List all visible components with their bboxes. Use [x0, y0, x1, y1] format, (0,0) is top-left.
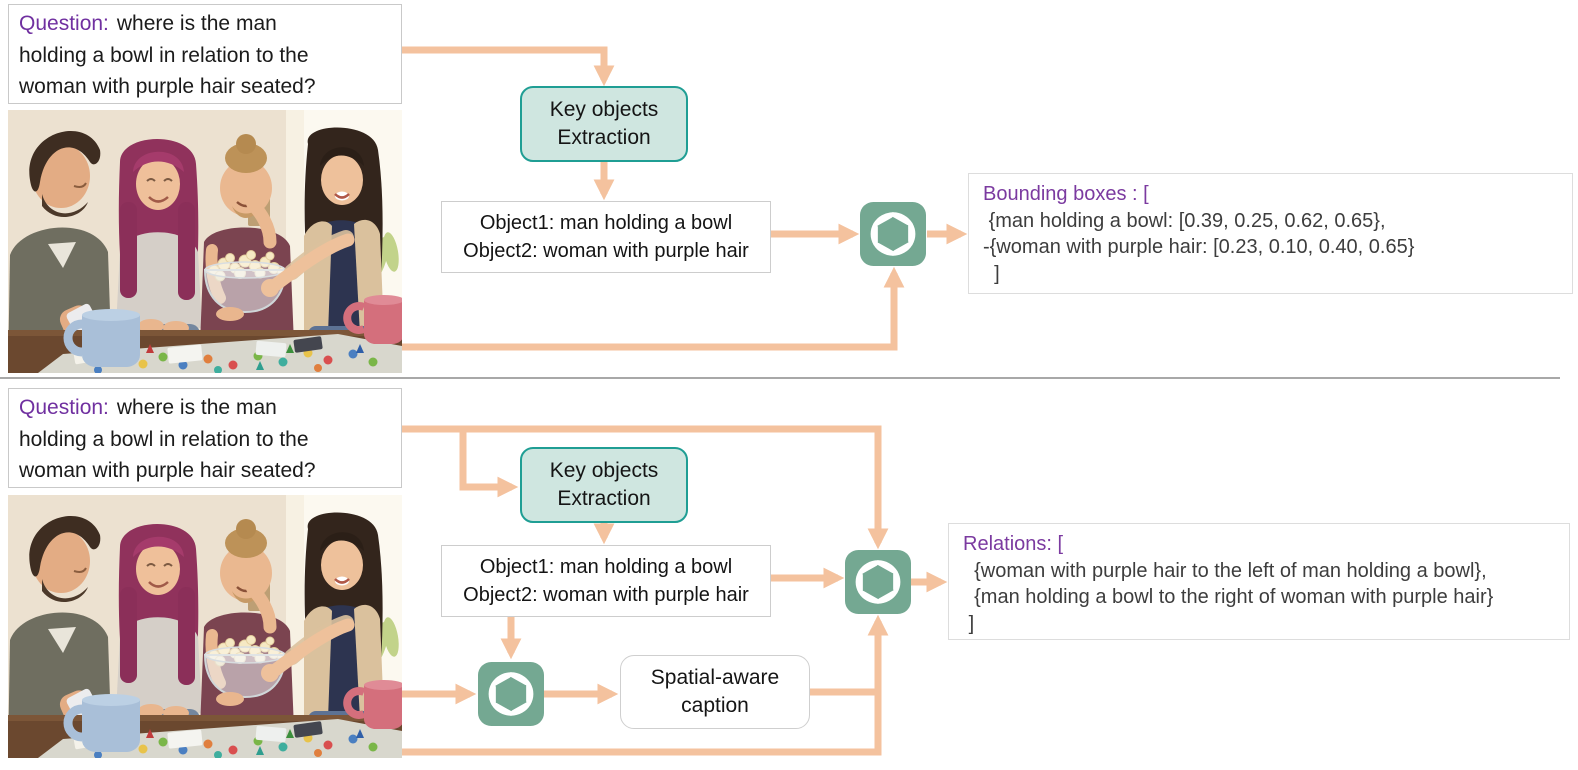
- bounding-boxes-closing-bracket: ]: [983, 262, 1000, 285]
- relation-entry-1: {woman with purple hair to the left of m…: [963, 559, 1487, 582]
- arrow-image-bottom-to-gpt: [402, 614, 889, 756]
- key-objects-line2: Extraction: [557, 487, 651, 510]
- question-box-top: Question: where is the man holding a bowl…: [8, 4, 402, 104]
- relations-closing-bracket: ]: [963, 612, 975, 635]
- openai-gpt-icon-top: [860, 202, 926, 266]
- question-text-line3: woman with purple hair seated?: [19, 459, 316, 482]
- objects-box-top: Object1: man holding a bowl Object2: wom…: [441, 201, 771, 273]
- key-objects-extraction-box-top: Key objects Extraction: [520, 86, 688, 162]
- scene-photo-top: [8, 110, 402, 373]
- question-text-line2: holding a bowl in relation to the: [19, 427, 309, 451]
- question-box-bottom: Question: where is the man holding a bowl…: [8, 388, 402, 488]
- key-objects-line1: Key objects: [549, 458, 659, 482]
- objects-line1: Object1: man holding a bowl: [479, 556, 733, 578]
- question-label: Question:: [19, 12, 109, 35]
- key-objects-line1: Key objects: [549, 97, 659, 121]
- key-objects-line2: Extraction: [557, 126, 651, 149]
- arrow-question-to-gpt-bottom: [402, 425, 889, 550]
- question-text-line2: holding a bowl in relation to the: [19, 43, 309, 67]
- arrow-image-to-gpt-top: [402, 266, 905, 351]
- caption-line2: caption: [681, 694, 749, 717]
- openai-gpt-icon-caption: [478, 662, 544, 726]
- key-objects-extraction-box-bottom: Key objects Extraction: [520, 447, 688, 523]
- arrow-question-to-keybox-bottom: [459, 429, 519, 498]
- question-text-line1: where is the man: [116, 396, 277, 419]
- arrow-question-to-keybox-top: [402, 46, 615, 87]
- bounding-box-entry-2: -{woman with purple hair: [0.23, 0.10, 0…: [983, 236, 1415, 259]
- question-label: Question:: [19, 396, 109, 419]
- question-text-line3: woman with purple hair seated?: [19, 75, 316, 98]
- openai-gpt-icon-bottom: [845, 550, 911, 614]
- objects-line1: Object1: man holding a bowl: [479, 212, 733, 234]
- section-divider: [0, 377, 1560, 379]
- bounding-boxes-label: Bounding boxes : [: [983, 183, 1149, 205]
- objects-line2: Object2: woman with purple hair: [463, 240, 749, 262]
- objects-line2: Object2: woman with purple hair: [463, 584, 749, 606]
- scene-photo-bottom: [8, 495, 402, 758]
- objects-box-bottom: Object1: man holding a bowl Object2: wom…: [441, 545, 771, 617]
- relation-entry-2: {man holding a bowl to the right of woma…: [963, 586, 1494, 609]
- relations-label: Relations: [: [963, 533, 1064, 555]
- bounding-box-entry-1: {man holding a bowl: [0.39, 0.25, 0.62, …: [983, 209, 1386, 232]
- caption-line1: Spatial-aware: [650, 665, 780, 689]
- bounding-boxes-output-box: Bounding boxes : [ {man holding a bowl: …: [968, 173, 1573, 294]
- relations-output-box: Relations: [ {woman with purple hair to …: [948, 523, 1570, 640]
- spatial-aware-caption-box: Spatial-aware caption: [620, 655, 810, 729]
- question-text-line1: where is the man: [116, 12, 277, 35]
